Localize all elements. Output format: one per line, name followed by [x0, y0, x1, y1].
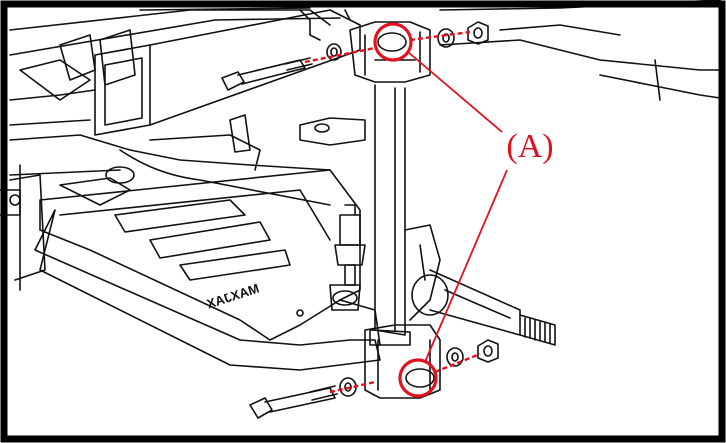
callout-label: (A)	[506, 128, 553, 165]
spindle	[369, 84, 411, 346]
red-rod-markers	[304, 30, 481, 394]
slot-3	[179, 249, 291, 281]
flat-plate	[299, 117, 366, 146]
stub-axle	[404, 224, 556, 346]
slot-2	[149, 221, 271, 259]
callout-circle-lower	[398, 358, 438, 398]
sway-link	[329, 204, 366, 311]
upper-bolt	[221, 21, 489, 91]
left-frame	[0, 114, 331, 291]
threaded-shaft	[519, 314, 556, 346]
callout-circle-upper	[373, 22, 413, 62]
callout-leaders	[407, 51, 508, 363]
upper-frame	[9, 0, 721, 136]
slot-1	[114, 199, 246, 233]
callout-circles	[373, 22, 438, 398]
lower-bolt	[249, 339, 499, 419]
